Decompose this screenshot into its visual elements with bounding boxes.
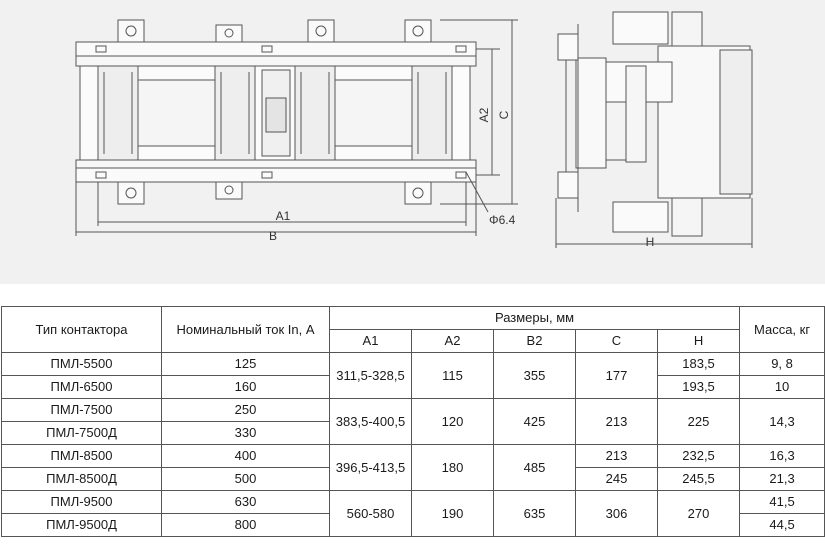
cell-c: 177: [575, 352, 658, 399]
cell-mass: 9, 8: [739, 352, 825, 376]
cell-current: 250: [161, 398, 330, 422]
cell-type: ПМЛ-8500: [1, 444, 162, 468]
cell-type: ПМЛ-9500Д: [1, 513, 162, 537]
cell-a1: 560-580: [329, 490, 412, 537]
cell-mass: 10: [739, 375, 825, 399]
header-h: Н: [656, 329, 741, 353]
table-row: ПМЛ-8500Д 500 245 245,5 21,3: [1, 467, 825, 491]
table-row: ПМЛ-9500Д 800 44,5: [1, 513, 825, 537]
cell-a2: 190: [411, 490, 494, 537]
cell-current: 800: [161, 513, 330, 537]
dim-label-a1: A1: [276, 209, 291, 223]
cell-h: 193,5: [656, 375, 741, 399]
cell-current: 630: [161, 490, 330, 514]
cell-current: 330: [161, 421, 330, 445]
header-a1: А1: [329, 329, 412, 353]
cell-c: 213: [575, 398, 658, 445]
cell-h: 270: [656, 490, 741, 537]
cell-mass: 41,5: [739, 490, 825, 514]
header-a2: А2: [411, 329, 494, 353]
cell-c: 213: [575, 444, 658, 468]
dim-label-h: H: [646, 235, 655, 249]
technical-drawing: A1 B A2 C Φ6.4 H: [0, 0, 825, 284]
table-row: ПМЛ-6500 160 193,5 10: [1, 375, 825, 399]
cell-type: ПМЛ-5500: [1, 352, 162, 376]
cell-b2: 425: [493, 398, 576, 445]
cell-a1: 396,5-413,5: [329, 444, 412, 491]
cell-b2: 485: [493, 444, 576, 491]
dim-label-b: B: [269, 229, 277, 243]
cell-a2: 115: [411, 352, 494, 399]
cell-a2: 120: [411, 398, 494, 445]
header-mass: Масса, кг: [739, 306, 825, 353]
contactor-drawing-svg: A1 B A2 C Φ6.4 H: [75, 11, 753, 249]
cell-mass: 21,3: [739, 467, 825, 491]
side-view: [555, 11, 753, 248]
header-current: Номинальный ток In, А: [161, 306, 330, 353]
cell-current: 125: [161, 352, 330, 376]
cell-h: 232,5: [656, 444, 741, 468]
cell-b2: 635: [493, 490, 576, 537]
contactor-spec-table: Тип контактора Номинальный ток In, А Раз…: [1, 306, 825, 537]
header-type: Тип контактора: [1, 306, 162, 353]
header-c: С: [575, 329, 658, 353]
cell-a1: 311,5-328,5: [329, 352, 412, 399]
cell-type: ПМЛ-7500Д: [1, 421, 162, 445]
header-b2: В2: [493, 329, 576, 353]
cell-type: ПМЛ-8500Д: [1, 467, 162, 491]
cell-type: ПМЛ-7500: [1, 398, 162, 422]
table-row: ПМЛ-7500Д 330: [1, 421, 825, 445]
cell-mass: 16,3: [739, 444, 825, 468]
cell-c: 306: [575, 490, 658, 537]
cell-c: 245: [575, 467, 658, 491]
cell-current: 500: [161, 467, 330, 491]
cell-current: 400: [161, 444, 330, 468]
cell-h: 183,5: [656, 352, 741, 376]
cell-a1: 383,5-400,5: [329, 398, 412, 445]
cell-h: 245,5: [656, 467, 741, 491]
cell-type: ПМЛ-9500: [1, 490, 162, 514]
table-row: ПМЛ-7500 250 383,5-400,5 120 425 213 225…: [1, 398, 825, 445]
dim-label-a2: A2: [477, 107, 491, 122]
dim-label-c: C: [497, 110, 511, 119]
cell-current: 160: [161, 375, 330, 399]
table-row: ПМЛ-8500 400 396,5-413,5 180 485 213 232…: [1, 444, 825, 491]
front-view: [75, 19, 518, 236]
cell-a2: 180: [411, 444, 494, 491]
table-row: ПМЛ-9500 630 560-580 190 635 306 270 41,…: [1, 490, 825, 537]
cell-h: 225: [656, 398, 741, 445]
cell-b2: 355: [493, 352, 576, 399]
dim-label-hole: Φ6.4: [489, 213, 516, 227]
table-row: ПМЛ-5500 125 311,5-328,5 115 355 177 183…: [1, 352, 825, 399]
cell-mass: 14,3: [739, 398, 825, 445]
cell-mass: 44,5: [739, 513, 825, 537]
cell-type: ПМЛ-6500: [1, 375, 162, 399]
header-dimensions: Размеры, мм: [328, 306, 741, 330]
